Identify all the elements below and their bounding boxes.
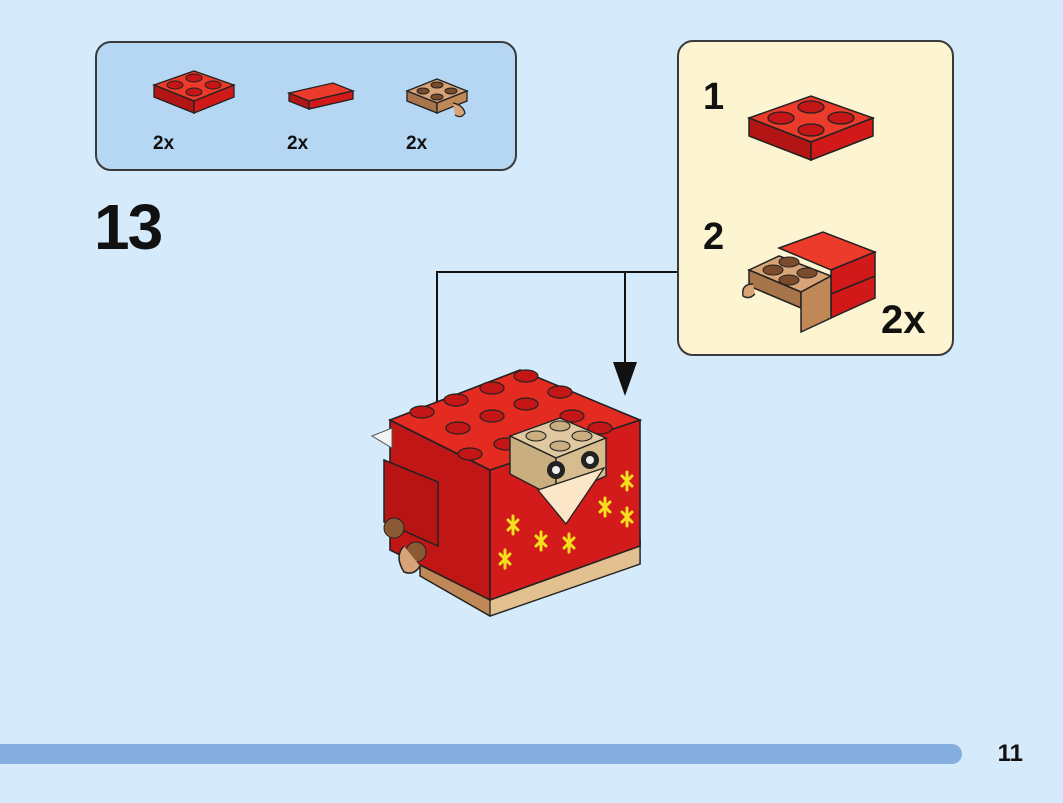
sub-step-2-assembly-icon bbox=[742, 231, 878, 334]
red-tile-1x2-icon bbox=[286, 82, 356, 110]
sub-step-2-qty: 2x bbox=[881, 298, 926, 342]
sub-step-1-red-plate-icon bbox=[746, 95, 876, 162]
sub-step-label-1: 1 bbox=[703, 76, 725, 118]
part-qty-2: 2x bbox=[287, 133, 309, 154]
red-plate-2x2-icon bbox=[152, 70, 236, 114]
page-number: 11 bbox=[997, 740, 1023, 767]
part-qty-3: 2x bbox=[406, 133, 428, 154]
sub-assembly-box: 1 2 2x bbox=[677, 40, 954, 356]
progress-bar bbox=[0, 744, 962, 764]
sub-step-label-2: 2 bbox=[703, 216, 725, 258]
step-number: 13 bbox=[94, 191, 163, 263]
main-model-illustration bbox=[370, 369, 643, 617]
parts-list-box: 2x 2x 2x bbox=[95, 41, 517, 171]
part-qty-1: 2x bbox=[153, 133, 175, 154]
tan-plate-clip-icon bbox=[405, 78, 469, 118]
